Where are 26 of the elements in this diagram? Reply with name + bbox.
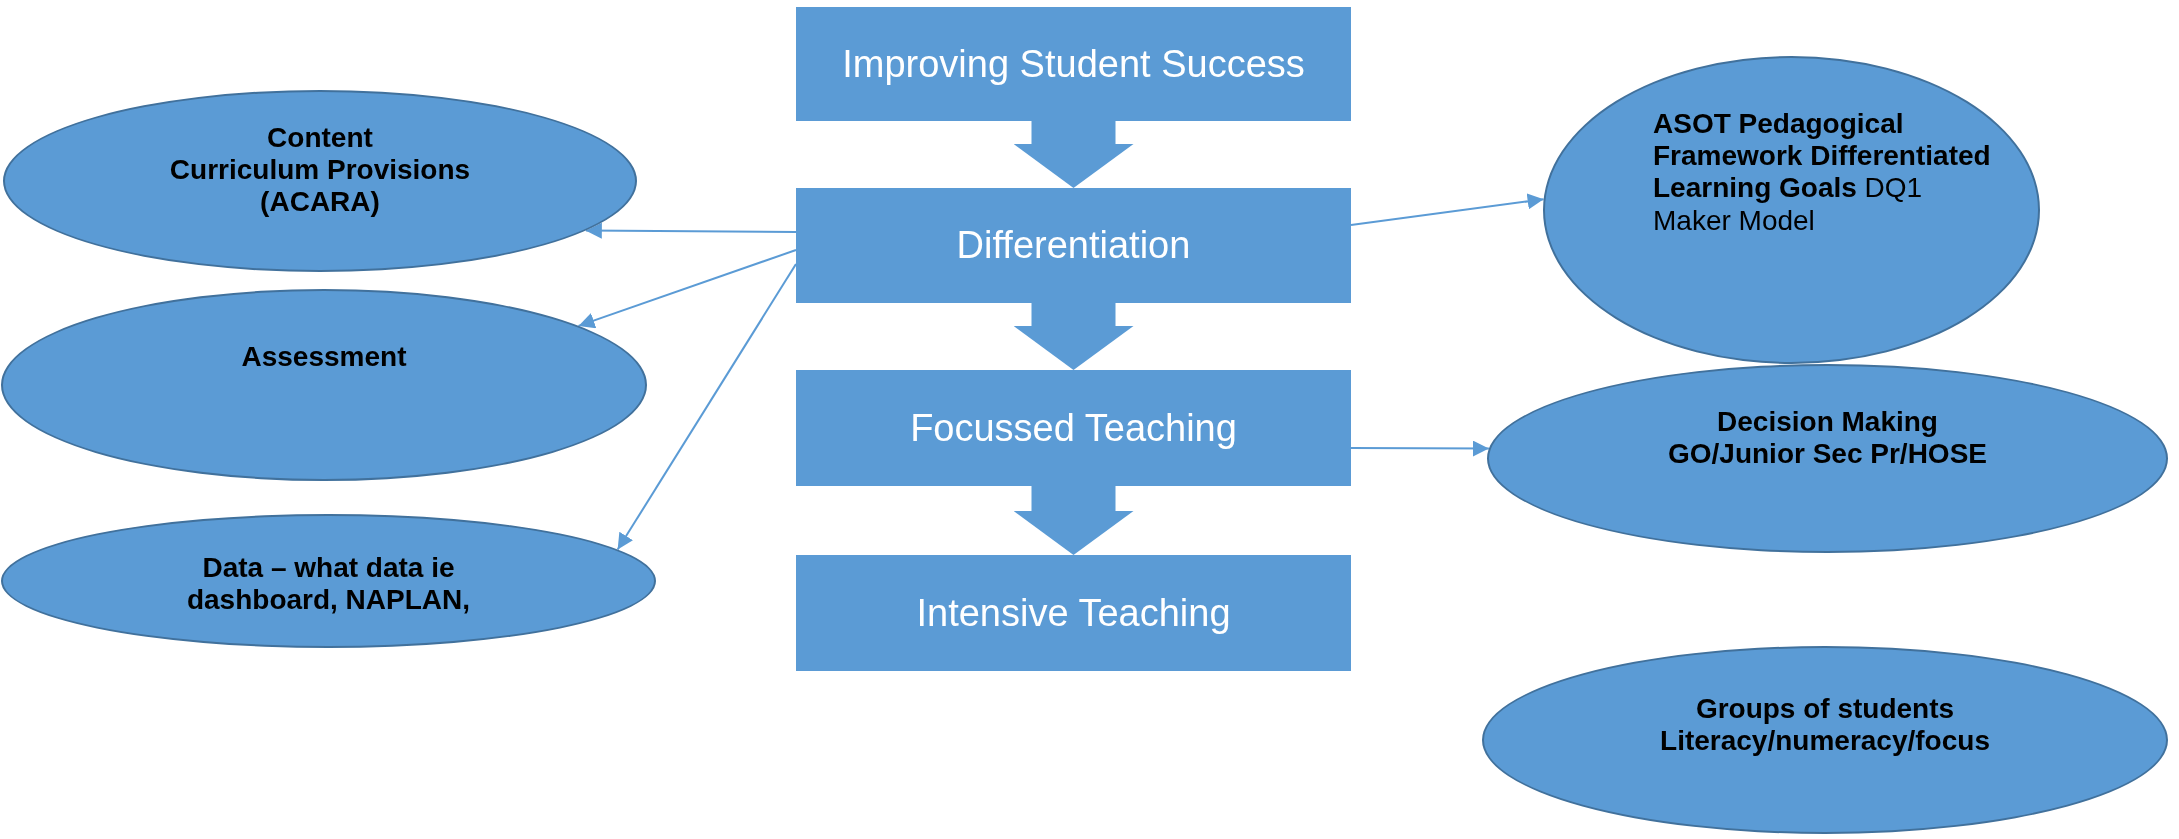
ellipse-label: Literacy/numeracy/focus (1660, 725, 1990, 758)
box-label: Differentiation (956, 224, 1191, 267)
ellipse-label: ASOT Pedagogical Framework Differentiated Learning Goals DQ1 (1653, 108, 1992, 205)
process-box (796, 370, 1351, 486)
arrow (1350, 440, 1490, 457)
ellipse-label: Curriculum Provisions (ACARA) (168, 154, 472, 219)
ellipse-label: GO/Junior Sec Pr/HOSE (1668, 438, 1987, 471)
block-arrow (1013, 486, 1134, 555)
block-arrow (1013, 121, 1134, 188)
ellipse-label: Assessment (241, 341, 407, 374)
ellipse-label: Maker Model (1653, 204, 1815, 237)
box-label: Focussed Teaching (910, 406, 1237, 450)
ellipse-label: Decision Making (1717, 406, 1938, 439)
box-label: Improving Student Success (842, 42, 1305, 86)
ellipse-label: Content (267, 122, 373, 155)
process-box (796, 7, 1351, 121)
ellipse-label: Data – what data ie dashboard, NAPLAN, (185, 552, 472, 617)
arrow (616, 263, 797, 551)
arrow (584, 222, 797, 239)
arrow (1350, 193, 1545, 226)
process-box (796, 188, 1351, 303)
process-box (796, 555, 1351, 671)
ellipse-label: Groups of students (1695, 693, 1955, 726)
arrow (577, 249, 797, 329)
block-arrow (1013, 303, 1134, 370)
box-label: Intensive Teaching (916, 591, 1231, 635)
